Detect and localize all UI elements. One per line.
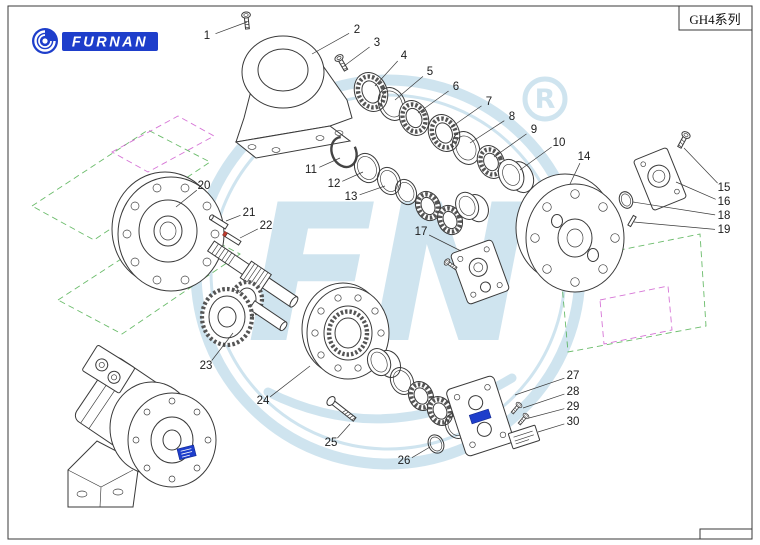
part-bearing-6 (398, 100, 430, 136)
part-rear-housing-14 (515, 173, 625, 293)
leader-line-18 (632, 201, 716, 216)
part-bearing-4 (353, 72, 389, 112)
leader-line-23 (211, 332, 234, 361)
leader-line-29 (528, 408, 565, 419)
brand-wordmark-box (62, 32, 158, 51)
part-front-flange-20 (111, 171, 225, 292)
part-screw-15 (675, 129, 692, 150)
leader-line-14 (569, 163, 581, 185)
part-pin-19 (627, 214, 637, 228)
part-bushing-mid (455, 191, 489, 223)
part-gear-cluster-23 (199, 279, 288, 348)
part-needle-bearing-c (407, 381, 435, 411)
part-drive-shaft (206, 240, 299, 308)
registered-trademark-icon: R (522, 76, 568, 122)
leader-line-2 (311, 32, 350, 55)
part-valve-plate-17 (450, 239, 510, 305)
leader-line-5 (394, 76, 424, 101)
part-screw-3 (333, 52, 351, 73)
series-label: GH4系列 (689, 11, 741, 27)
brand-logo-icon (32, 28, 58, 54)
leader-line-16 (675, 181, 716, 200)
leader-line-12 (342, 171, 364, 182)
leader-line-6 (417, 90, 449, 114)
part-bearing-7 (427, 114, 461, 152)
leader-line-26 (411, 446, 431, 459)
leader-line-13 (359, 185, 386, 196)
part-port-flange-16 (633, 147, 687, 211)
leader-line-1 (215, 21, 248, 35)
border-frame (7, 5, 753, 540)
leader-line-27 (514, 377, 565, 396)
leader-line-25 (337, 423, 351, 439)
part-mounting-bracket (234, 35, 353, 159)
leader-line-19 (633, 221, 716, 230)
part-o-ring-18 (618, 191, 634, 209)
part-screw-1 (240, 11, 253, 30)
leader-line-11 (319, 157, 341, 168)
brand-name: FURNAN (72, 35, 148, 51)
assembled-motor (67, 345, 217, 508)
leader-line-24 (269, 365, 311, 398)
part-pin-22 (222, 230, 242, 246)
part-ring-extra (394, 178, 418, 206)
leader-line-20 (175, 189, 198, 208)
part-ring-12 (353, 152, 381, 184)
part-needle-bearing-a (414, 190, 442, 222)
leader-line-30 (537, 423, 565, 433)
part-pin-21 (208, 214, 229, 230)
part-end-cover-27 (446, 375, 514, 457)
svg-text:R: R (535, 84, 556, 115)
part-bushing-10 (497, 158, 535, 194)
part-ring-13 (376, 166, 402, 196)
leader-line-3 (343, 46, 370, 67)
leader-line-17 (428, 234, 462, 252)
leader-lines (175, 21, 718, 459)
part-nameplate-30 (507, 424, 541, 450)
leader-line-4 (374, 60, 398, 87)
part-ring-5 (377, 87, 407, 121)
part-circlip-11 (330, 135, 358, 169)
leader-line-15 (683, 147, 718, 184)
part-bushing-lower (366, 348, 402, 378)
leader-line-21 (225, 214, 241, 222)
leader-line-9 (493, 133, 527, 158)
part-bearing-9 (476, 145, 506, 179)
part-ring-8 (451, 131, 481, 165)
leader-line-8 (469, 120, 505, 144)
brand-logo: FURNAN (30, 24, 162, 63)
part-bearing-plate-24 (301, 282, 390, 380)
leader-line-22 (239, 228, 258, 239)
leader-line-10 (519, 146, 552, 171)
leader-line-7 (449, 105, 482, 129)
construction-lines (31, 115, 707, 353)
leader-line-28 (522, 393, 565, 409)
